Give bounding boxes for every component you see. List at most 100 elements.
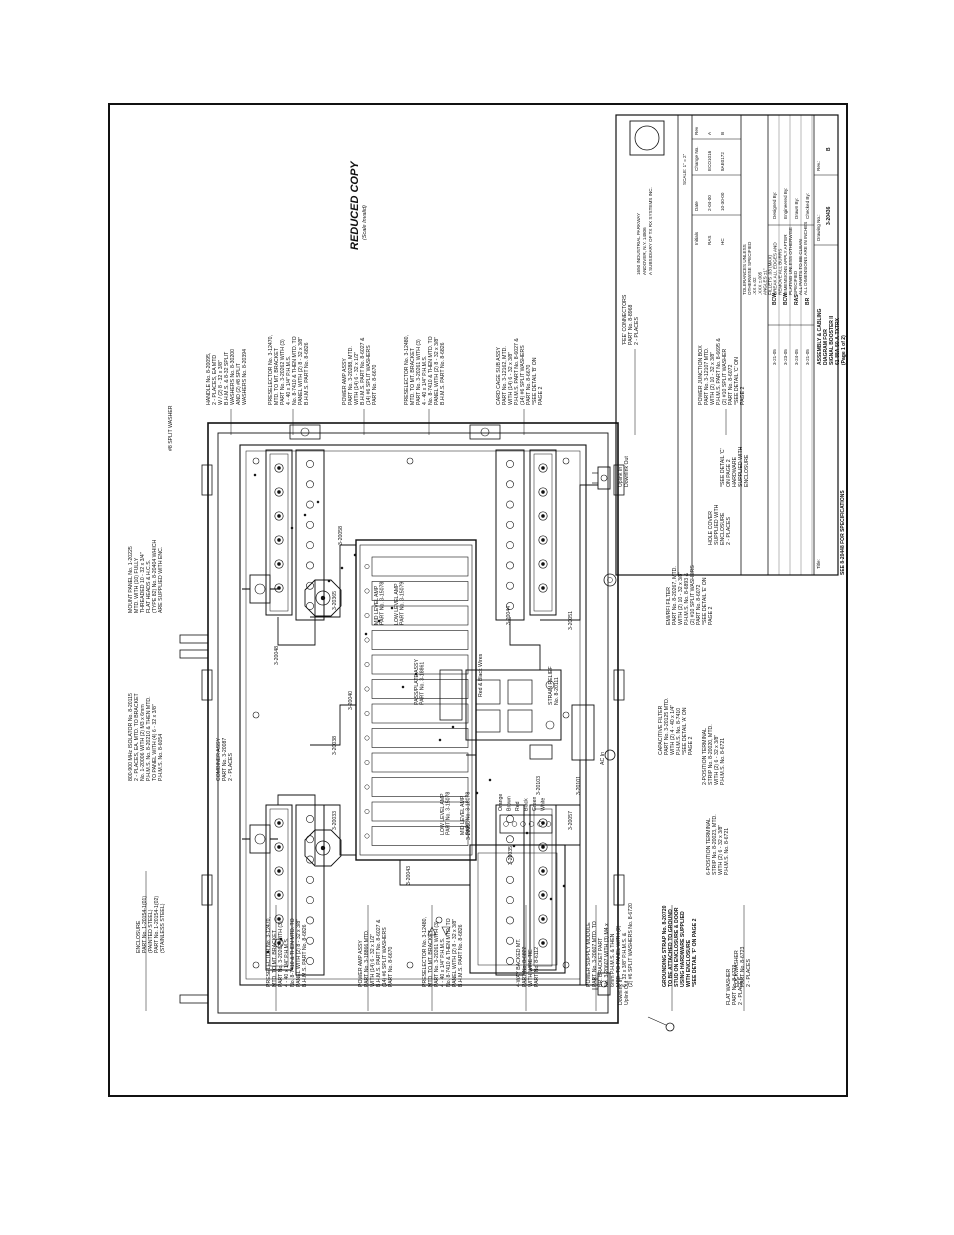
select-button-icon [435,916,443,924]
callout-lower: PRESELECTOR No. 3-12480,MTD. TO MT. BRAC… [422,917,464,987]
card-ejector [364,588,370,594]
callout-lower-line: PART No. 8-6670 [388,947,394,987]
amp-screw [506,541,514,550]
callout-lower-line: 4 - 40 x 1/4" P.H.M.S. [284,938,290,987]
tuning-screw [538,463,548,473]
terminal-strip [499,814,553,834]
callout-upper: POWER AMP ASSYPART No. 3-20288, MTD.WITH… [342,337,378,405]
amp-screw [306,480,314,489]
wire-color-label-line: Green [532,796,538,811]
tolerances-note-line: FILLETS .03 (MAX) [768,254,773,295]
hinge [179,634,209,644]
cable-label: 3-20043 [406,866,412,885]
wire-color-label: Red [515,801,521,811]
tolerances-note-line: SPECIFIED [793,270,798,295]
callout-upper-line: PART No. 3-12162, MTD. [502,346,508,405]
tuning-screw-center [541,490,545,494]
coax-cable [466,754,477,845]
callout-upper-line: POWER JUNCTION BOX [698,345,704,405]
callout-right-line: SUPPLIED WITH [714,504,720,545]
callout-lower-line: (PAINTED STEEL) [148,909,154,953]
tuning-screw-center [541,893,545,897]
combiner-bottom [304,829,342,867]
callout-lower-line: POWER SUPPLY MODULE [586,922,592,987]
panel-hole [252,711,260,719]
rivet [253,473,257,477]
card-ejector [364,784,370,790]
callout-left-line: TO PANEL WITH (4) 6 - 32 x 3/8" [152,704,158,781]
callout-upper-line: PANEL WITH (2) 8 - 32 x 3/8" [434,337,440,405]
rev-cell-line: 10-30-00 [720,192,725,211]
rivet [451,725,455,729]
tolerances-note: TOLERANCES UNLESSOTHERWISE SPECIFIED.XX … [742,222,808,295]
combiner-bottom-hub-center [320,845,326,851]
card-cage-display [439,669,463,721]
callout-lower-line: PRESELECTOR No. 3-12480, [422,917,428,987]
tuning-screw [274,511,284,521]
amp-screw [306,916,314,925]
coax-cable [540,484,598,621]
callout-upper-line: P.H.M.S. PART No. 8-6027 & [514,338,520,405]
hinge [179,994,209,1004]
rev-cell-line: RAS [707,236,712,245]
company-address-line: A SUBSIDIARY OF TX RX SYSTEMS INC. [648,187,653,275]
card-label: MID LEVEL AMPPART No. 3-15078 [374,582,386,625]
tolerances-note-line: OTHERWISE SPECIFIED [747,241,752,295]
callout-lower-line: 2 - PLACES [746,958,752,987]
callout-upper-line: 4 - 40 x 1/4" P.H.M.S. [286,356,292,405]
callout-right-line: 2-POSITION TERMINAL [702,728,708,785]
reduced-copy-title: REDUCED COPY [349,160,361,250]
tuning-screw [274,535,284,545]
latch-icon [300,427,310,437]
callout-lower-line: PART No. 3-20261 WITH (3) [434,921,440,987]
callout-upper-line: PART No. 3-12107 MTD. [704,348,710,405]
callout-right-line: PART No. 8-6723 [732,965,738,1005]
callout-upper: CARD CAGE SUB ASSYPART No. 3-12162, MTD.… [496,338,544,405]
callout-right-line: WITH (2) 4 - 40 x 1/4" [670,705,676,755]
panel-hole [252,457,260,465]
outlet [507,709,533,733]
role-date: 3-21-05 [805,349,810,365]
callout-lower-line: *SEE DETAIL 'F' ON PAGE 2 [692,918,698,987]
role-name-line: BR [805,297,811,305]
callout-right-line: (2) #10 SPLIT WASHERS [690,565,696,625]
outlet [475,679,501,705]
power-supply-inner [477,852,558,966]
tuning-screw [538,487,548,497]
cable-label: 3-20044 [506,606,512,625]
isolator-top-port [254,583,266,595]
isolator-top [249,574,271,604]
callout-right-line: PAGE 2 [708,607,714,625]
tuning-screw-center [541,821,545,825]
callout-left-line: 2 - PLACES, EA. MTD. TO BRACKET [134,692,140,781]
tolerances-note-line: .XXX ±.005 [757,271,762,295]
card-slot [371,605,469,626]
callout-upper-line: PANEL WITH (2) 8 - 32 x 3/8" [298,337,304,405]
tolerances-note-line: DIMENSIONS APPLY AFTER [783,234,788,295]
mount-tab [201,669,213,701]
handle [469,424,501,440]
hinge [179,649,209,659]
rev-cell-line: HC [720,238,725,245]
callout-lower-line: No. 8-7410 & THEN MTD. TO [290,918,296,987]
amp-screw [306,855,314,864]
tuning-screw [538,583,548,593]
title-label: Title: [816,559,821,569]
rev-cell: RAS [707,236,712,245]
terminal-screw [528,821,535,827]
rev-header-line: Change No. [694,146,699,171]
rivet [316,500,320,504]
split-washer-label-line: #8 SPLIT WASHER [168,405,174,451]
callout-right: 6-POSITION TERMINALSTRIP No. 8-20023, MT… [706,814,730,875]
terminal-screw [520,821,526,827]
callout-upper: PRESELECTOR No. 3-12470,MTD. TO MT. BRAC… [268,335,310,405]
wire-color-label: Orange [498,794,504,811]
amp-screw [306,896,314,905]
drawing-number: 3-20436 [826,206,832,225]
rivet [488,778,492,782]
ac-in-label-line: AC In [600,752,606,765]
callout-upper-line: HANDLE No. 8-20095, [206,353,212,405]
combiner-top [304,579,342,617]
callout-lower-line: TO BE ATTACHED TO GROUND [668,909,674,987]
callout-upper-line: AND (2) #8 SPLIT [236,362,242,405]
